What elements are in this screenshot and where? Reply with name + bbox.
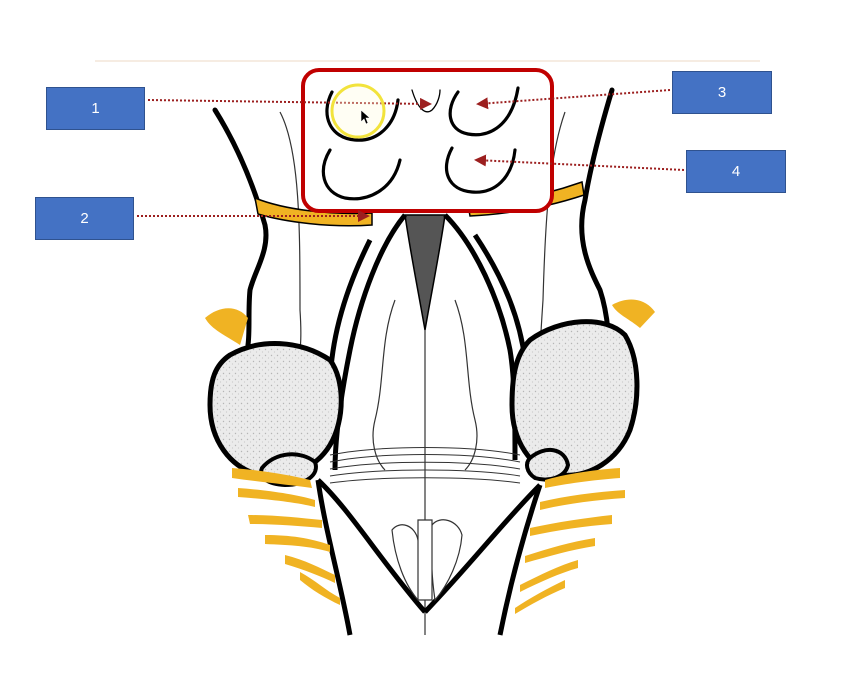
right-floor-contour: [455, 300, 477, 470]
label-box-3[interactable]: 3: [672, 71, 772, 114]
label-box-4[interactable]: 4: [686, 150, 786, 193]
cursor-highlight-ring: [332, 85, 384, 137]
label-1-text: 1: [91, 100, 99, 117]
label-2-text: 2: [80, 210, 88, 227]
right-upper-outline: [582, 90, 612, 330]
label-4-text: 4: [732, 163, 740, 180]
medulla-outline-left: [318, 480, 350, 635]
right-colliculus-line: [475, 235, 525, 360]
cerebral-aqueduct: [405, 215, 445, 330]
left-floor-contour: [373, 300, 395, 470]
right-cerebellar-peduncle: [512, 322, 637, 476]
left-peduncle-outline: [335, 215, 405, 470]
right-lower-nerves: [515, 468, 625, 614]
right-peduncle-outline: [445, 215, 515, 460]
right-side-nerve: [612, 300, 655, 328]
left-inner-thin-line: [280, 112, 301, 360]
left-side-nerve: [205, 308, 248, 345]
label-box-2[interactable]: 2: [35, 197, 134, 240]
right-small-lobe: [527, 450, 568, 480]
label-box-1[interactable]: 1: [46, 87, 145, 130]
label-3-text: 3: [718, 84, 726, 101]
